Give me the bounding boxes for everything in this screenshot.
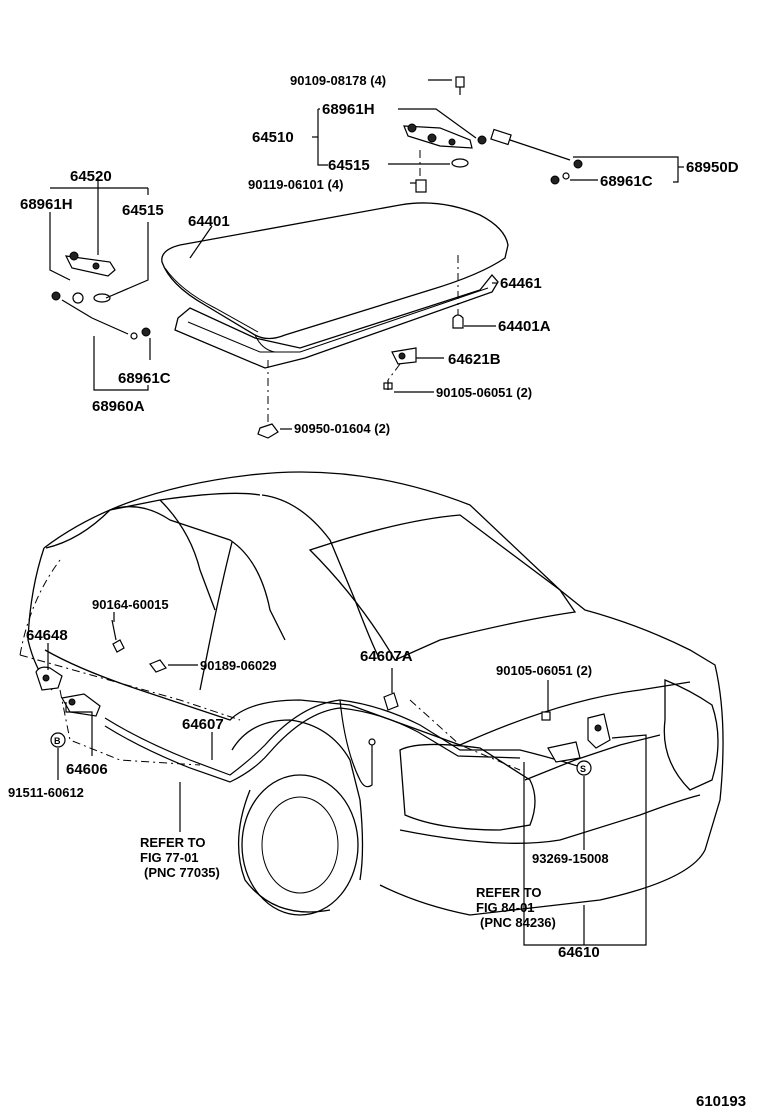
label-90164-60015: 90164-60015	[92, 597, 169, 612]
label-90109-08178: 90109-08178 (4)	[290, 73, 386, 88]
label-90105-06051-a: 90105-06051 (2)	[436, 385, 532, 400]
label-91511-60612: 91511-60612	[8, 785, 84, 800]
label-64520: 64520	[70, 168, 112, 185]
marker-b-letter: B	[54, 736, 61, 746]
hinge-64520-assembly	[64, 251, 116, 304]
label-90119-06101: 90119-06101 (4)	[248, 177, 343, 192]
label-64401: 64401	[188, 213, 230, 230]
lid-small-parts	[257, 314, 464, 439]
refer-to-84-line1: REFER TO	[476, 885, 542, 900]
refer-to-84-line2: FIG 84-01	[476, 900, 535, 915]
refer-to-77-line1: REFER TO	[140, 835, 206, 850]
label-64515-left: 64515	[122, 202, 164, 219]
label-90950-01604: 90950-01604 (2)	[294, 421, 390, 436]
top-leader-lines	[49, 79, 684, 430]
label-68961H-top: 68961H	[322, 101, 375, 118]
refer-to-84-line3: (PNC 84236)	[480, 915, 556, 930]
release-cables	[104, 699, 591, 788]
label-64648: 64648	[26, 627, 68, 644]
label-68961H-left: 68961H	[20, 196, 73, 213]
label-64606: 64606	[66, 761, 108, 778]
label-90105-06051-b: 90105-06051 (2)	[496, 663, 592, 678]
refer-to-77-line3: (PNC 77035)	[144, 865, 220, 880]
label-68960A: 68960A	[92, 398, 145, 415]
label-68950D: 68950D	[686, 159, 739, 176]
label-64401A: 64401A	[498, 318, 551, 335]
rear-small-parts	[35, 619, 611, 776]
label-64510: 64510	[252, 129, 294, 146]
figure-code: 610193	[696, 1093, 746, 1110]
label-90189-06029: 90189-06029	[200, 658, 277, 673]
damper-stay-68950D	[477, 128, 583, 185]
label-68961C-top: 68961C	[600, 173, 653, 190]
label-68961C-left: 68961C	[118, 370, 171, 387]
label-64515-top: 64515	[328, 157, 370, 174]
label-64607: 64607	[182, 716, 224, 733]
label-93269-15008: 93269-15008	[532, 851, 609, 866]
hinge-64510-assembly	[403, 76, 473, 320]
marker-s-letter: S	[580, 764, 586, 774]
weatherstrip-64461	[174, 273, 499, 369]
label-64621B: 64621B	[448, 351, 501, 368]
part-labels: 90109-08178 (4) 68961H 64510 64515 90119…	[8, 73, 746, 1110]
label-64610: 64610	[558, 944, 600, 961]
refer-to-77-line2: FIG 77-01	[140, 850, 199, 865]
car-body-outline	[19, 471, 724, 916]
label-64607A: 64607A	[360, 648, 413, 665]
label-64461: 64461	[500, 275, 542, 292]
damper-stay-68960A	[51, 291, 151, 340]
bottom-leader-lines	[47, 612, 647, 946]
